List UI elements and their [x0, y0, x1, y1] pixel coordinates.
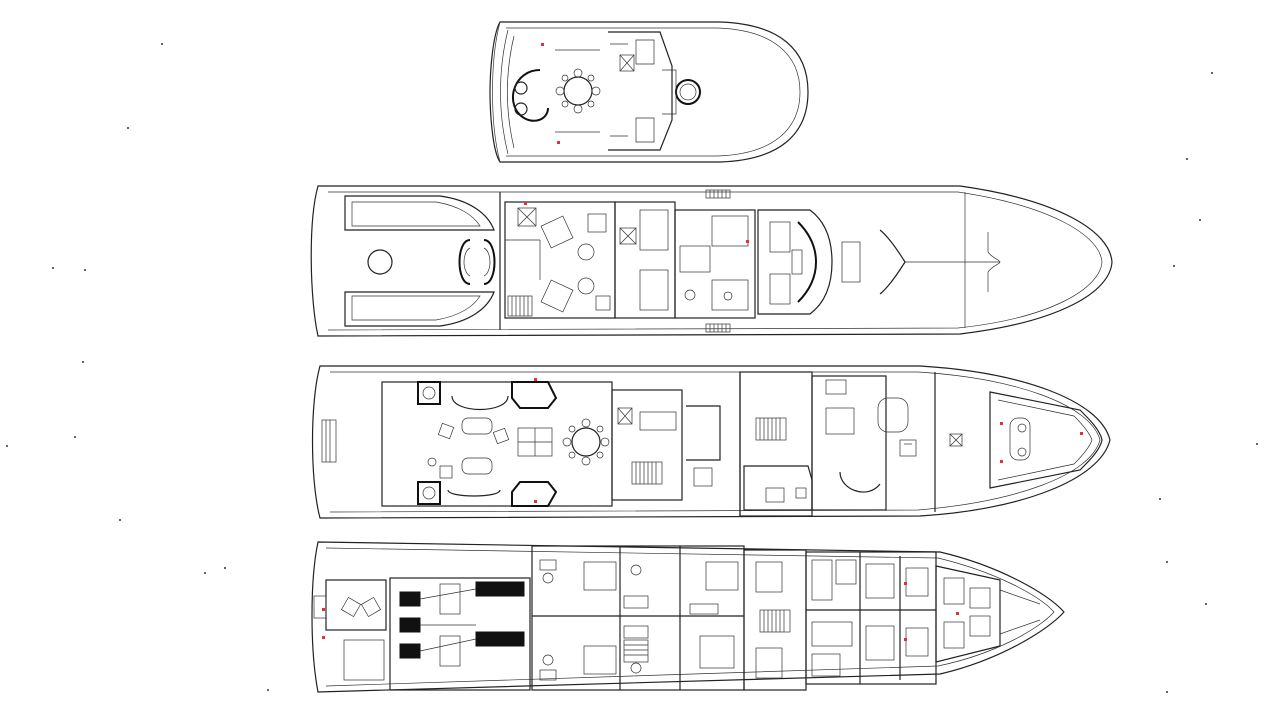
bridge-external-stairs: [705, 189, 731, 333]
sun-deck: [489, 21, 809, 163]
main-cabin-stairs: [755, 417, 787, 441]
bridge-deck: [310, 185, 1113, 337]
background-speckles: [6, 43, 1258, 693]
main-stairs: [631, 461, 663, 485]
lower-deck: [311, 541, 1065, 693]
lower-stairs: [623, 639, 649, 663]
bridge-stairs: [507, 295, 533, 317]
main-deck: [311, 365, 1111, 519]
engines: [399, 581, 525, 659]
crew-stairs: [759, 609, 791, 633]
